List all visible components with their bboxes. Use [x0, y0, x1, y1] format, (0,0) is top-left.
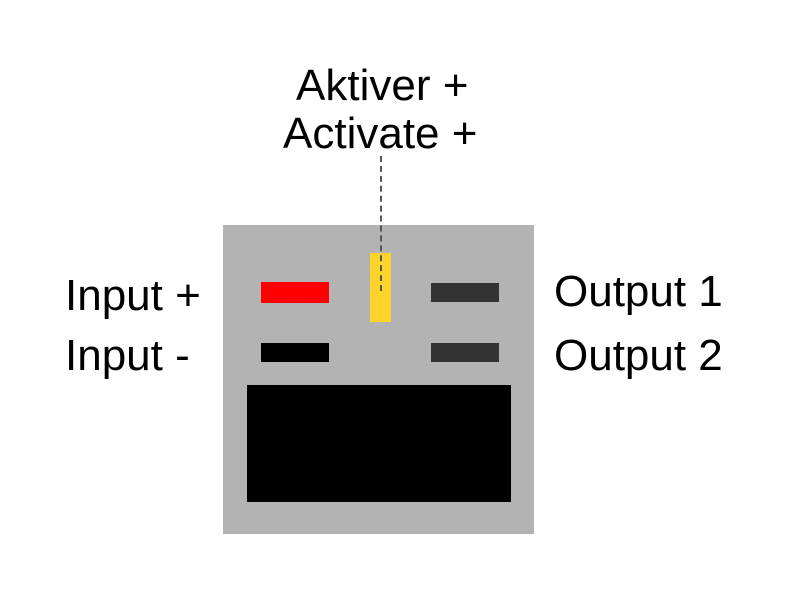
- activate-label-german: Aktiver +: [296, 61, 469, 110]
- connector-cavity: [247, 385, 511, 502]
- output-1-pin: [431, 283, 499, 302]
- output-2-label: Output 2: [554, 331, 723, 380]
- input-minus-pin: [261, 343, 329, 362]
- input-plus-pin: [261, 282, 329, 303]
- input-minus-label: Input -: [65, 331, 190, 380]
- activate-label-english: Activate +: [283, 109, 478, 158]
- input-plus-label: Input +: [65, 271, 201, 320]
- output-1-label: Output 1: [554, 267, 723, 316]
- activate-leader-line: [380, 156, 382, 291]
- output-2-pin: [431, 343, 499, 362]
